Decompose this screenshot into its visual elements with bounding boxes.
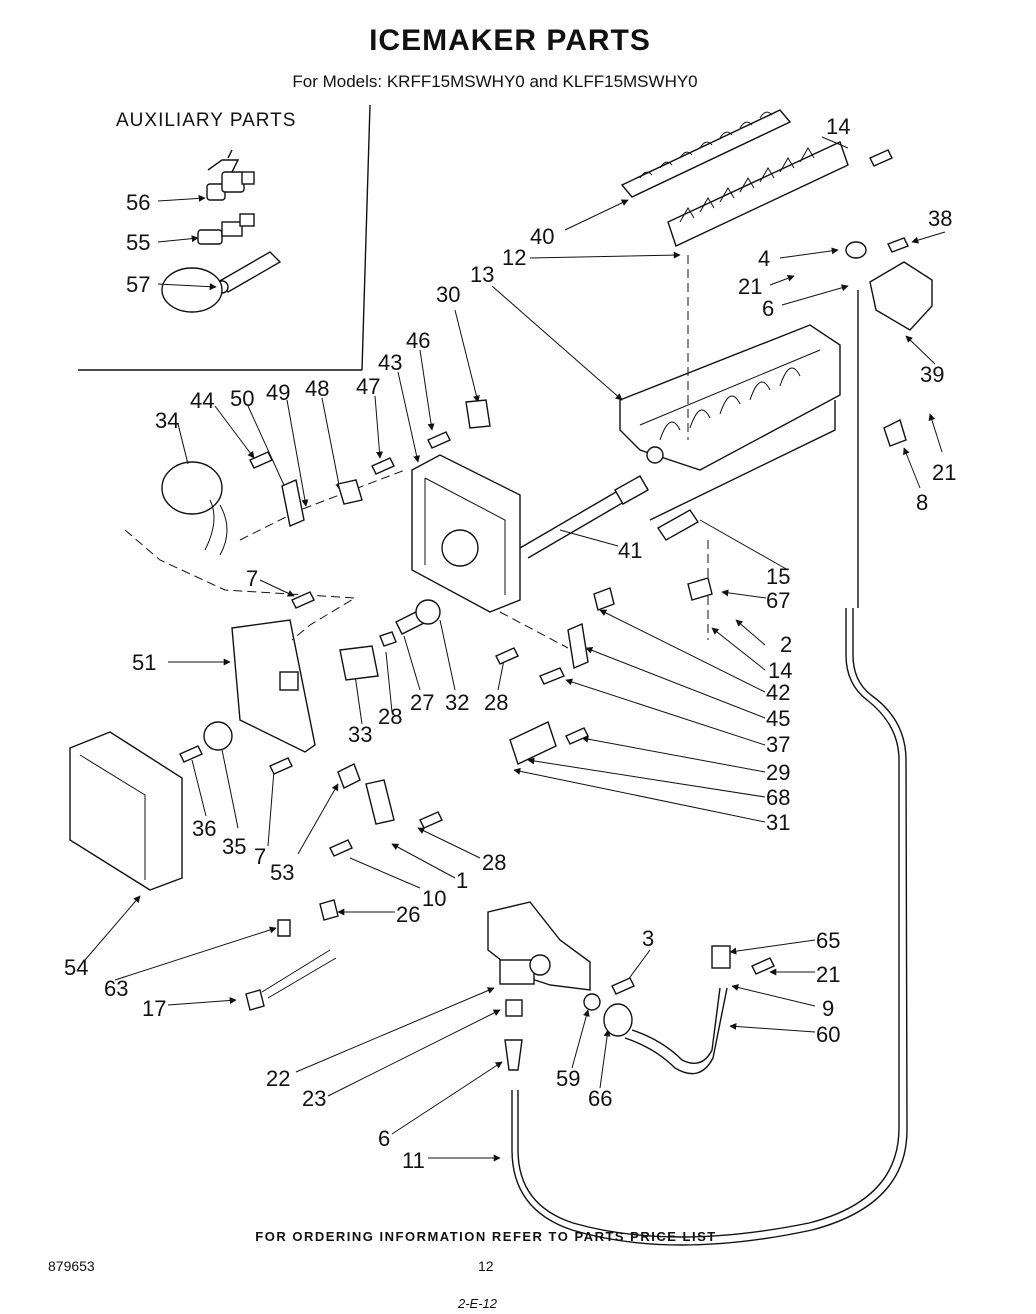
part-label: 15 [766, 564, 790, 589]
cover-54-drawing [69, 731, 183, 891]
part-label: 65 [816, 928, 840, 953]
part-label: 40 [530, 224, 554, 249]
part-label: 26 [396, 902, 420, 927]
water-valve-drawing [487, 901, 591, 991]
part-label: 53 [270, 860, 294, 885]
part-label: 28 [484, 690, 508, 715]
part-label: 68 [766, 785, 790, 810]
part-label: 3 [642, 926, 654, 951]
part-label: 38 [928, 206, 952, 231]
part-label: 27 [410, 690, 434, 715]
page-number: 12 [478, 1258, 494, 1274]
part-label: 51 [132, 650, 156, 675]
part-label: 28 [378, 704, 402, 729]
page-title: ICEMAKER PARTS [369, 24, 651, 57]
part-label: 13 [470, 262, 494, 287]
part-label: 7 [254, 844, 266, 869]
part-label: 21 [816, 962, 840, 987]
part-label: 60 [816, 1022, 840, 1047]
part-label: 8 [916, 490, 928, 515]
part-label: 21 [932, 460, 956, 485]
aux-tube-57-drawing [215, 251, 282, 294]
part-label: 48 [305, 376, 329, 401]
tubing-11-drawing [511, 290, 908, 1246]
part-label: 4 [758, 246, 770, 271]
handwritten-note: 2-E-12 [458, 1296, 498, 1311]
part-label: 36 [192, 816, 216, 841]
part-label: 1 [456, 868, 468, 893]
part-label: 31 [766, 810, 790, 835]
mold-13-drawing [619, 324, 841, 471]
part-labels: 56 55 57 14 40 12 13 30 38 4 21 6 39 46 … [64, 114, 956, 1173]
part-label: 55 [126, 230, 150, 255]
alignment-lines [124, 255, 709, 649]
part-label: 14 [826, 114, 850, 139]
part-label: 43 [378, 350, 402, 375]
part-label: 37 [766, 732, 790, 757]
part-label: 44 [190, 388, 214, 413]
motor-34-drawing [161, 267, 228, 556]
part-label: 59 [556, 1066, 580, 1091]
part-label: 2 [780, 632, 792, 657]
part-label: 63 [104, 976, 128, 1001]
leader-lines [84, 136, 946, 1162]
part-label: 54 [64, 955, 88, 980]
part-label: 12 [502, 245, 526, 270]
mounting-plate-51-drawing [231, 619, 316, 753]
part-label: 6 [378, 1126, 390, 1151]
aux-fitting-55-drawing [197, 213, 255, 245]
part-label: 11 [402, 1148, 425, 1173]
housing-43-drawing [411, 454, 521, 613]
part-label: 66 [588, 1086, 612, 1111]
part-label: 22 [266, 1066, 290, 1091]
auxiliary-parts-heading: AUXILIARY PARTS [116, 110, 297, 131]
model-subtitle: For Models: KRFF15MSWHY0 and KLFF15MSWHY… [292, 72, 698, 91]
part-label: 41 [618, 538, 642, 563]
ordering-note: FOR ORDERING INFORMATION REFER TO PARTS … [255, 1229, 717, 1244]
part-label: 6 [762, 296, 774, 321]
aux-valve-56-drawing [206, 149, 255, 201]
heater-41-drawing [519, 400, 836, 559]
part-label: 45 [766, 706, 790, 731]
part-label: 10 [422, 886, 446, 911]
stripper-40-drawing [620, 109, 792, 198]
part-label: 29 [766, 760, 790, 785]
part-label: 67 [766, 588, 790, 613]
part-label: 33 [348, 722, 372, 747]
small-parts [179, 149, 933, 1071]
part-label: 39 [920, 362, 944, 387]
part-label: 17 [142, 996, 166, 1021]
part-label: 57 [126, 272, 150, 297]
part-label: 49 [266, 380, 290, 405]
part-label: 50 [230, 386, 254, 411]
document-number: 879653 [48, 1258, 95, 1274]
part-label: 21 [738, 274, 762, 299]
line-60-drawing [624, 945, 731, 1075]
part-label: 23 [302, 1086, 326, 1111]
part-label: 34 [155, 408, 179, 433]
ejector-12-drawing [667, 141, 849, 247]
thermostat-15-drawing [656, 509, 700, 541]
part-label: 14 [768, 658, 792, 683]
part-label: 28 [482, 850, 506, 875]
part-label: 47 [356, 374, 380, 399]
part-label: 9 [822, 996, 834, 1021]
part-label: 30 [436, 282, 460, 307]
auxiliary-box-border [78, 104, 371, 371]
part-label: 56 [126, 190, 150, 215]
part-label: 35 [222, 834, 246, 859]
part-label: 42 [766, 680, 790, 705]
part-label: 32 [445, 690, 469, 715]
part-label: 7 [246, 566, 258, 591]
part-label: 46 [406, 328, 430, 353]
